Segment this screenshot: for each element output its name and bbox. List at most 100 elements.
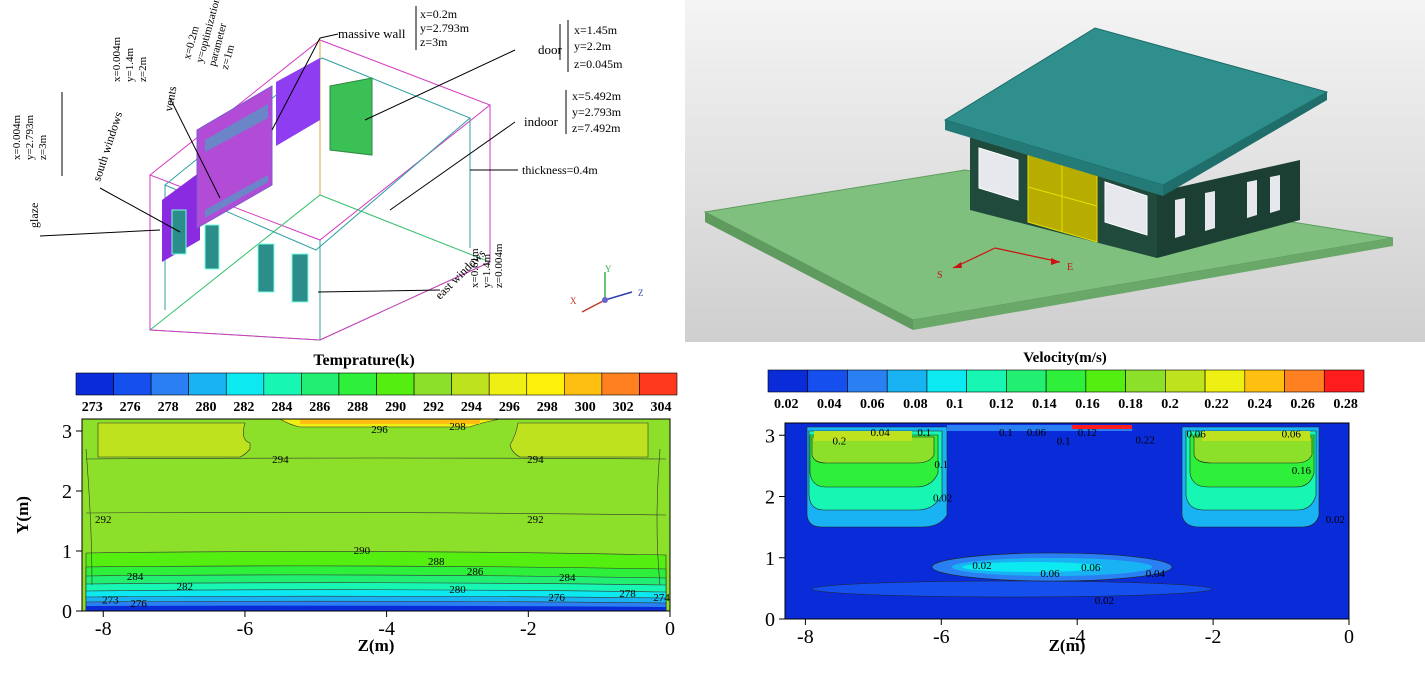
legend-value: 0.14 xyxy=(1032,397,1057,412)
massive-wall-dim: z=3m xyxy=(420,35,448,49)
x-tick-label: -6 xyxy=(237,618,254,640)
legend-value: 0.26 xyxy=(1290,397,1315,412)
window-render xyxy=(1104,181,1148,236)
wire-bottom-front xyxy=(149,261,491,341)
x-tick-label: -4 xyxy=(378,618,395,640)
contour-label: 0.02 xyxy=(972,560,991,572)
legend-value: 284 xyxy=(271,400,292,415)
legend-swatch xyxy=(75,372,114,396)
plot-frame xyxy=(784,422,1350,620)
y-tick-label: 0 xyxy=(765,609,775,631)
contour-label: 0.1 xyxy=(917,427,931,439)
legend-swatch xyxy=(1045,369,1087,393)
east-window xyxy=(257,243,275,293)
contour-label: 284 xyxy=(559,572,576,584)
legend-value: 0.24 xyxy=(1247,397,1272,412)
window-render xyxy=(1205,191,1215,231)
legend-value: 282 xyxy=(233,400,254,415)
compass-east-label: E xyxy=(1067,262,1073,273)
legend-value: 0.16 xyxy=(1075,397,1100,412)
contour-label: 292 xyxy=(95,514,112,526)
velocity-field xyxy=(785,423,1349,619)
contour-label: 0.06 xyxy=(1027,427,1047,439)
axis-z-label: Z xyxy=(638,288,644,298)
plot-frame xyxy=(81,418,671,612)
x-tick-label: -2 xyxy=(1205,626,1222,648)
ground-edge xyxy=(705,212,913,330)
vel-lower-blob xyxy=(962,562,1102,572)
contour-label: 296 xyxy=(371,424,388,436)
legend-value: 290 xyxy=(385,400,406,415)
east-windows-dim: x=0.61m xyxy=(469,248,481,288)
legend-value: 0.22 xyxy=(1204,397,1229,412)
vel-zone-right xyxy=(1193,436,1313,464)
leader-east-windows xyxy=(317,289,441,293)
contour-label: 273 xyxy=(102,594,119,606)
side-wall-panel xyxy=(276,58,320,146)
y-tick-label: 2 xyxy=(765,487,775,509)
legend-swatch xyxy=(413,372,452,396)
legend-value: 0.06 xyxy=(860,397,885,412)
vel-zone-left xyxy=(814,431,912,441)
contour-label: 0.02 xyxy=(1326,514,1345,526)
legend-value: 0.04 xyxy=(817,397,842,412)
vent-upper xyxy=(205,104,268,152)
indoor-dim: y=2.793m xyxy=(572,105,622,119)
door-dim: x=1.45m xyxy=(574,23,618,37)
contour-label: 284 xyxy=(127,571,144,583)
door-dim: z=0.045m xyxy=(574,57,623,71)
legend-swatch xyxy=(1284,369,1325,393)
contour-label: 0.04 xyxy=(871,427,891,439)
building-render: S E xyxy=(685,0,1425,342)
temperature-xlabel: Z(m) xyxy=(358,636,395,655)
legend-value: 0.2 xyxy=(1161,397,1179,412)
legend-swatch xyxy=(807,369,848,393)
east-windows-dim: y=1.4m xyxy=(481,254,493,288)
indoor-label: indoor xyxy=(524,114,559,129)
temp-zone-298 xyxy=(300,419,480,424)
indoor-dim: x=5.492m xyxy=(572,89,622,103)
legend-swatch xyxy=(767,369,809,393)
contour-label: 0.02 xyxy=(933,493,952,505)
legend-swatch xyxy=(1165,369,1206,393)
glaze-dim: x=0.004m xyxy=(11,115,23,160)
ground-edge xyxy=(913,238,1393,330)
legend-value: 0.28 xyxy=(1333,397,1358,412)
legend-swatch xyxy=(113,372,152,396)
contour-label: 0.1 xyxy=(934,459,948,471)
axis-x-label: X xyxy=(570,296,577,306)
legend-swatch xyxy=(188,372,227,396)
leader-massive-wall xyxy=(271,37,321,131)
x-tick-label: -4 xyxy=(1069,626,1086,648)
legend-swatch xyxy=(263,372,302,396)
legend-swatch xyxy=(376,372,415,396)
contour-label: 0.1 xyxy=(1057,436,1071,448)
legend-value: 302 xyxy=(613,400,634,415)
window-render xyxy=(1270,175,1280,213)
contour-label: 0.06 xyxy=(1186,428,1206,440)
temperature-title: Temprature(k) xyxy=(313,352,414,369)
leader-vents xyxy=(169,97,221,199)
legend-value: 0.1 xyxy=(946,397,964,412)
window-render xyxy=(978,147,1019,201)
contour-label: 0.1 xyxy=(999,427,1013,439)
window-render xyxy=(1175,198,1185,238)
contour-label: 294 xyxy=(272,454,289,466)
door-label: door xyxy=(538,42,563,57)
legend-value: 294 xyxy=(461,400,482,415)
temp-contour-side xyxy=(85,448,93,586)
vent-lower xyxy=(205,175,268,218)
vel-zone-right xyxy=(1202,431,1310,441)
contour-label: 294 xyxy=(527,454,544,466)
legend-swatch xyxy=(1125,369,1166,393)
legend-value: 288 xyxy=(347,400,368,415)
legend-value: 273 xyxy=(82,400,103,415)
y-tick-label: 1 xyxy=(62,541,72,563)
legend-swatch xyxy=(1204,369,1246,393)
x-tick-label: 0 xyxy=(1344,626,1354,648)
